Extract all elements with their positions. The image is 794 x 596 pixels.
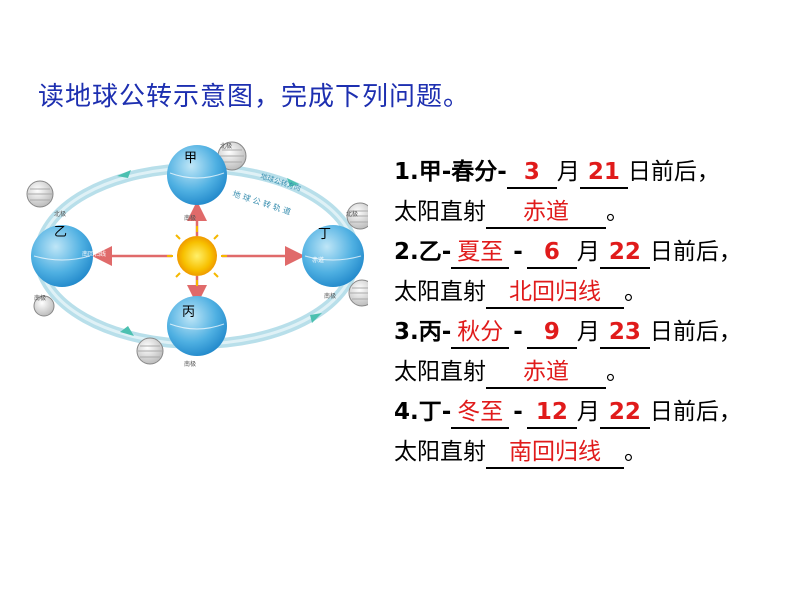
question-4-line-2: 太阳直射南回归线。 xyxy=(394,432,786,472)
earth-ding-icon xyxy=(302,225,364,287)
dash: - xyxy=(513,319,523,345)
label-yi: 乙 xyxy=(54,225,67,240)
month-blank: 9 xyxy=(526,317,577,349)
term-answer: 冬至 xyxy=(457,399,504,425)
north-pole-label: 北极 xyxy=(54,210,66,218)
question-4-line-1: 4.丁-冬至-12 月 22 日前后， xyxy=(394,392,786,432)
place-blank: 赤道 xyxy=(486,357,606,389)
small-globe-icon xyxy=(136,337,164,365)
month-answer: 12 xyxy=(535,399,568,425)
sentence-end: 。 xyxy=(606,359,629,385)
question-1-line-2: 太阳直射 赤道 。 xyxy=(394,192,786,232)
place-answer: 赤道 xyxy=(523,359,569,385)
month-answer: 3 xyxy=(523,159,540,185)
earth-yi-icon xyxy=(31,225,93,287)
orbit-label: 地 球 公 转 轨 道 xyxy=(231,188,292,216)
dash: - xyxy=(513,239,523,265)
month-blank: 6 xyxy=(526,237,577,269)
day-blank: 21 xyxy=(579,157,628,189)
term-blank: 夏至 xyxy=(451,237,510,269)
small-globe-icon xyxy=(348,279,368,307)
day-blank: 22 xyxy=(599,397,650,429)
south-pole-label: 南极 xyxy=(34,294,46,302)
tropic-label: 南回归线 xyxy=(82,250,106,258)
day-blank: 23 xyxy=(599,317,650,349)
south-pole-label: 南极 xyxy=(324,292,336,300)
question-number: 3. xyxy=(394,319,419,345)
label-bing: 丙 xyxy=(182,305,195,320)
earth-jia-icon xyxy=(167,145,227,205)
sentence-end: 。 xyxy=(624,279,647,305)
day-answer: 22 xyxy=(608,399,641,425)
place-blank: 北回归线 xyxy=(486,277,624,309)
north-pole-label: 北极 xyxy=(346,210,358,218)
direct-sun-prefix: 太阳直射 xyxy=(394,359,486,385)
place-blank: 赤道 xyxy=(486,197,606,229)
term-answer: 夏至 xyxy=(457,239,504,265)
question-number: 1. xyxy=(394,159,419,185)
dash: - xyxy=(513,399,523,425)
month-answer: 9 xyxy=(543,319,560,345)
month-blank: 12 xyxy=(526,397,577,429)
question-2-line-2: 太阳直射北回归线。 xyxy=(394,272,786,312)
question-number: 2. xyxy=(394,239,419,265)
day-answer: 22 xyxy=(608,239,641,265)
label-ding: 丁 xyxy=(318,227,331,242)
month-unit: 月 xyxy=(576,239,600,265)
place-answer: 北回归线 xyxy=(509,279,601,305)
direct-sun-prefix: 太阳直射 xyxy=(394,199,486,225)
day-suffix: 日前后， xyxy=(649,239,742,265)
label-jia: 甲 xyxy=(184,151,197,166)
question-prefix: 乙- xyxy=(418,239,452,265)
month-answer: 6 xyxy=(543,239,560,265)
equator-label: 赤道 xyxy=(312,256,324,264)
orbit-arrow-icon xyxy=(117,170,322,336)
place-answer: 南回归线 xyxy=(509,439,601,465)
earth-bing-icon xyxy=(167,296,227,356)
month-unit: 月 xyxy=(556,159,580,185)
month-unit: 月 xyxy=(576,319,600,345)
sentence-end: 。 xyxy=(606,199,629,225)
south-pole-label: 南极 xyxy=(184,214,196,222)
term-answer: 秋分 xyxy=(457,319,504,345)
question-prefix: 丁- xyxy=(418,399,452,425)
month-blank: 3 xyxy=(506,157,557,189)
term-blank: 秋分 xyxy=(451,317,510,349)
north-pole-label: 北极 xyxy=(220,142,232,150)
month-unit: 月 xyxy=(576,399,600,425)
term-blank: 冬至 xyxy=(451,397,510,429)
day-blank: 22 xyxy=(599,237,650,269)
question-prefix: 丙- xyxy=(418,319,452,345)
day-answer: 21 xyxy=(587,159,620,185)
page-title: 读地球公转示意图，完成下列问题。 xyxy=(38,82,471,112)
small-globe-icon xyxy=(26,180,54,208)
small-globe-icon xyxy=(346,202,368,230)
earth-revolution-diagram: 地球公转方向 地 球 公 转 轨 道 xyxy=(26,141,368,368)
place-blank: 南回归线 xyxy=(486,437,624,469)
question-3-line-2: 太阳直射 赤道 。 xyxy=(394,352,786,392)
day-answer: 23 xyxy=(608,319,641,345)
south-pole-label: 南极 xyxy=(184,360,196,368)
direct-sun-prefix: 太阳直射 xyxy=(394,439,486,465)
day-suffix: 日前后， xyxy=(649,399,742,425)
sun-icon xyxy=(167,226,227,286)
day-suffix: 日前后， xyxy=(627,159,720,185)
place-answer: 赤道 xyxy=(523,199,569,225)
sentence-end: 。 xyxy=(624,439,647,465)
question-prefix: 甲-春分- xyxy=(418,159,507,185)
small-globe-icon xyxy=(33,295,55,317)
direct-sun-prefix: 太阳直射 xyxy=(394,279,486,305)
day-suffix: 日前后， xyxy=(649,319,742,345)
question-number: 4. xyxy=(394,399,419,425)
